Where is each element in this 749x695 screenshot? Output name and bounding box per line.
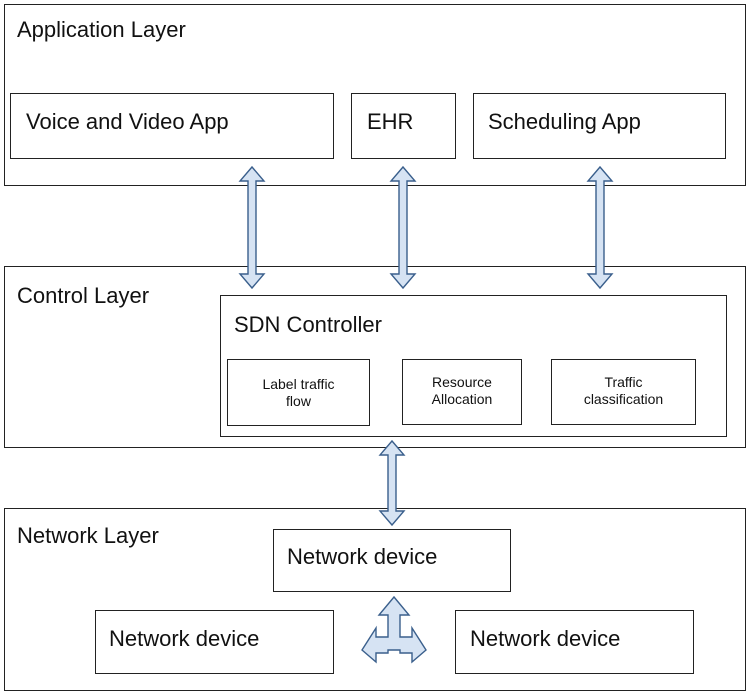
traffic-classification-box: Traffic classification	[551, 359, 696, 425]
resource-allocation-line-1: Resource	[432, 374, 492, 390]
ehr-label: EHR	[367, 109, 414, 134]
application-layer-title: Application Layer	[17, 17, 186, 42]
traffic-classification-line-1: Traffic	[604, 374, 643, 390]
arrow-voice-video-to-controller	[238, 165, 266, 290]
four-way-arrow-network-devices	[361, 595, 427, 664]
ehr-box: EHR	[351, 93, 456, 159]
label-traffic-flow-line-2: flow	[286, 393, 311, 409]
arrow-scheduling-to-controller	[586, 165, 614, 290]
label-traffic-flow-line-1: Label traffic	[262, 376, 335, 392]
resource-allocation-box: Resource Allocation	[402, 359, 522, 425]
traffic-classification-line-2: classification	[583, 391, 664, 407]
network-device-top-box: Network device	[273, 529, 511, 592]
network-layer-title: Network Layer	[17, 523, 159, 548]
network-device-right-box: Network device	[455, 610, 694, 674]
arrow-controller-to-network-device	[378, 439, 406, 527]
network-device-left-label: Network device	[109, 626, 260, 651]
resource-allocation-line-2: Allocation	[431, 391, 493, 407]
sdn-controller-title: SDN Controller	[234, 312, 382, 337]
network-device-left-box: Network device	[95, 610, 334, 674]
network-device-right-label: Network device	[470, 626, 621, 651]
voice-video-app-label: Voice and Video App	[26, 109, 229, 134]
arrow-ehr-to-controller	[389, 165, 417, 290]
label-traffic-flow-box: Label traffic flow	[227, 359, 370, 426]
voice-video-app-box: Voice and Video App	[10, 93, 334, 159]
scheduling-app-label: Scheduling App	[488, 109, 641, 134]
scheduling-app-box: Scheduling App	[473, 93, 726, 159]
control-layer-title: Control Layer	[17, 283, 150, 308]
network-device-top-label: Network device	[287, 544, 438, 569]
